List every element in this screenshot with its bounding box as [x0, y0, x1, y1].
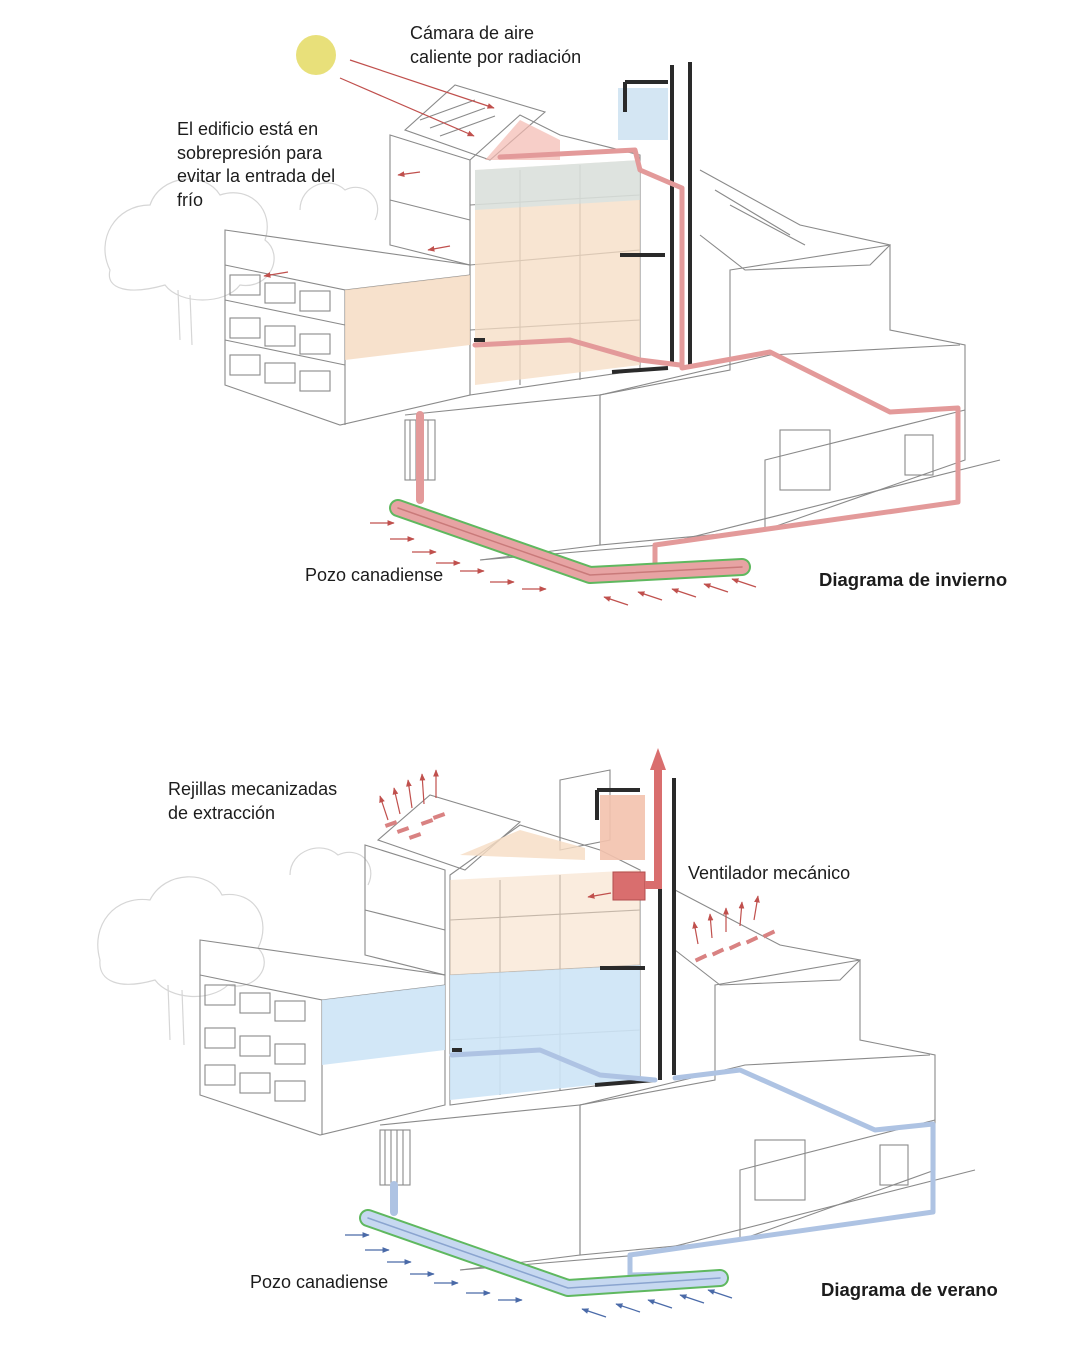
winter-diagram-title: Diagrama de invierno [819, 569, 1008, 590]
chimney-structure [474, 62, 692, 374]
exhaust-arrows [379, 769, 760, 945]
cool-interior-fill [322, 795, 645, 1100]
background-trees [104, 178, 379, 346]
label-canadian-well-winter: Pozo canadiense [305, 565, 444, 585]
label-hot-air-chamber: Cámara de aire caliente por radiación [410, 23, 582, 67]
summer-diagram-title: Diagrama de verano [821, 1279, 998, 1300]
air-intake-arrows [370, 520, 757, 606]
cool-air-duct [390, 1047, 936, 1278]
overpressure-arrows [263, 171, 451, 278]
extraction-louvres [384, 812, 776, 963]
air-intake-arrows [345, 1232, 733, 1318]
canadian-well-pipe [389, 499, 751, 584]
mechanical-fan [612, 748, 666, 901]
canadian-well-pipe [359, 1209, 729, 1297]
label-canadian-well-summer: Pozo canadiense [250, 1272, 389, 1292]
label-overpressure: El edificio está en sobrepresión para ev… [177, 119, 336, 210]
label-extraction-grilles: Rejillas mecanizadas de extracción [168, 779, 338, 823]
label-mechanical-fan: Ventilador mecánico [688, 863, 851, 883]
sun-radiation-arrows [339, 59, 495, 137]
summer-diagram [97, 748, 976, 1318]
sun-icon [296, 35, 336, 75]
winter-diagram [104, 35, 1001, 606]
warm-air-duct [416, 147, 961, 571]
warm-interior-fill [345, 88, 668, 385]
